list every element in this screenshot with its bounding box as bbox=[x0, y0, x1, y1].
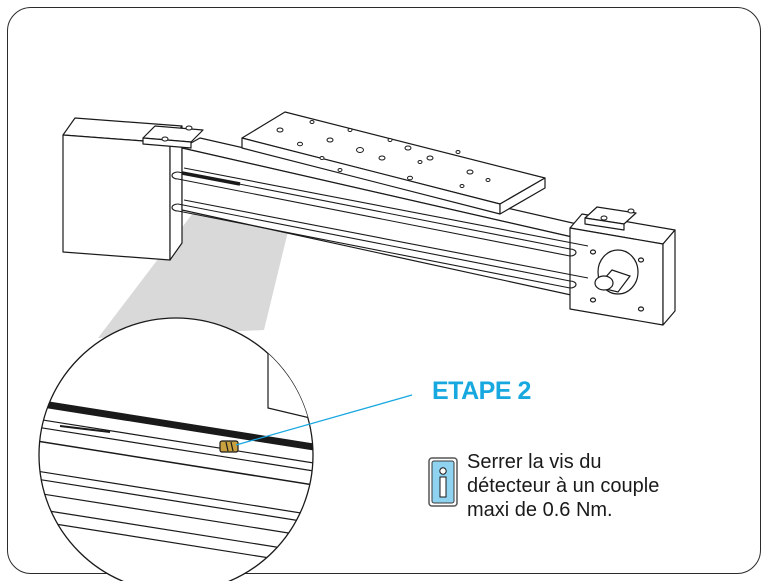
instruction-text: Serrer la vis du détecteur à un couple m… bbox=[467, 450, 757, 522]
callout-leader-line bbox=[235, 394, 413, 446]
step-title: ETAPE 2 bbox=[432, 377, 531, 405]
info-icon bbox=[428, 457, 458, 507]
left-end-cap-face bbox=[62, 134, 171, 261]
right-end-block-side bbox=[662, 229, 676, 326]
profile-slots bbox=[171, 167, 589, 289]
sensor-in-slot bbox=[181, 171, 241, 186]
carriage-holes bbox=[161, 120, 635, 221]
instruction-line: détecteur à un couple bbox=[467, 475, 660, 497]
drive-shaft bbox=[589, 249, 645, 312]
sensor-screw bbox=[219, 440, 239, 453]
instruction-line: maxi de 0.6 Nm. bbox=[467, 499, 613, 521]
instruction-line: Serrer la vis du bbox=[467, 451, 602, 473]
carriage-plate-side bbox=[499, 177, 546, 215]
